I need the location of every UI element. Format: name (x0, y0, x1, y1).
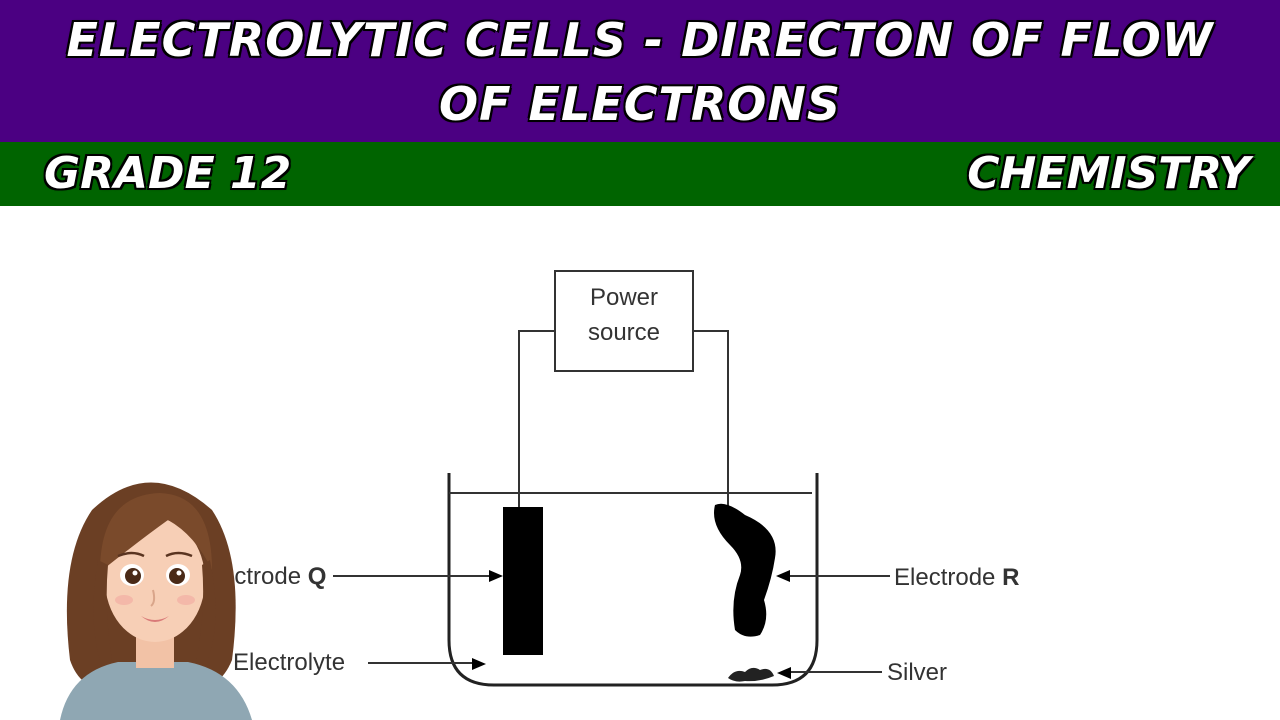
left-wire (518, 330, 555, 508)
grade-label: GRADE 12 (44, 148, 292, 199)
power-source-box (554, 270, 694, 372)
title-banner (0, 0, 1280, 142)
subheader-bar (0, 142, 1280, 206)
electrolytic-cell-diagram: Power source ectrode Q Electrode R Elect… (60, 270, 1019, 720)
electrode-q-arrowhead (489, 570, 503, 582)
beaker (447, 473, 819, 687)
electrolyte-arrowhead (472, 658, 486, 670)
silver-label: Silver (887, 659, 947, 686)
power-source-label-line1: Power (590, 284, 658, 311)
electrode-r-arrowhead (776, 570, 790, 582)
silver-deposit (728, 667, 774, 682)
electrode-q (503, 507, 543, 655)
electrode-q-label: ectrode Q (221, 563, 326, 590)
right-wire (693, 330, 729, 510)
avatar-girl-illustration (60, 482, 252, 720)
electrode-r (714, 503, 776, 637)
silver-arrowhead (777, 667, 791, 679)
electrode-r-label: Electrode R (894, 564, 1019, 591)
subject-label: CHEMISTRY (967, 148, 1250, 199)
power-source-label-line2: source (588, 319, 660, 346)
electrolyte-label: Electrolyte (233, 649, 345, 676)
page-title: ELECTROLYTIC CELLS - DIRECTON OF FLOW OF… (66, 13, 1214, 131)
